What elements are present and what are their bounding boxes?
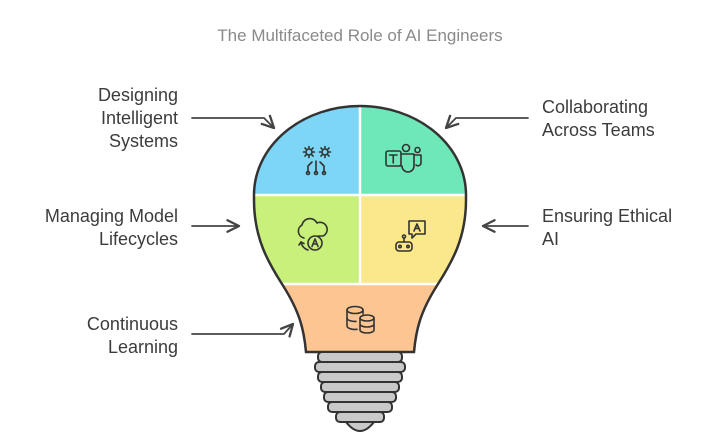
diagram-title: The Multifaceted Role of AI Engineers: [217, 26, 503, 45]
segment-collaborating: [360, 106, 466, 195]
label-learning: Continuous Learning: [40, 313, 178, 359]
label-line: Collaborating: [542, 97, 649, 117]
segment-ethical: [360, 195, 466, 284]
arrow-collaborating: [444, 114, 529, 130]
bulb-outline: [252, 104, 468, 354]
cloud-ai-cycle-icon: [297, 217, 328, 251]
arrow-learning: [191, 322, 295, 338]
label-managing: Managing Model Lifecycles: [18, 205, 178, 251]
robot-ai-chat-icon: [395, 220, 426, 252]
label-line: Learning: [107, 337, 178, 357]
label-line: Systems: [108, 131, 178, 151]
segment-managing: [254, 195, 360, 284]
segment-designing: [254, 106, 360, 195]
label-line: Intelligent: [100, 108, 178, 128]
label-ethical: Ensuring Ethical AI: [542, 205, 712, 251]
label-designing: Designing Intelligent Systems: [60, 84, 178, 153]
label-line: Managing Model: [44, 206, 178, 226]
label-line: Continuous: [86, 314, 178, 334]
arrow-designing: [191, 114, 276, 130]
label-line: AI: [542, 229, 560, 249]
gears-network-icon: [302, 145, 332, 176]
label-line: Ensuring Ethical: [542, 206, 673, 226]
label-line: Designing: [97, 85, 178, 105]
bulb-base: [314, 351, 406, 432]
label-collaborating: Collaborating Across Teams: [542, 96, 712, 142]
label-line: Lifecycles: [98, 229, 178, 249]
teams-icon: [385, 143, 422, 173]
database-stack-icon: [346, 305, 375, 334]
label-line: Across Teams: [542, 120, 655, 140]
